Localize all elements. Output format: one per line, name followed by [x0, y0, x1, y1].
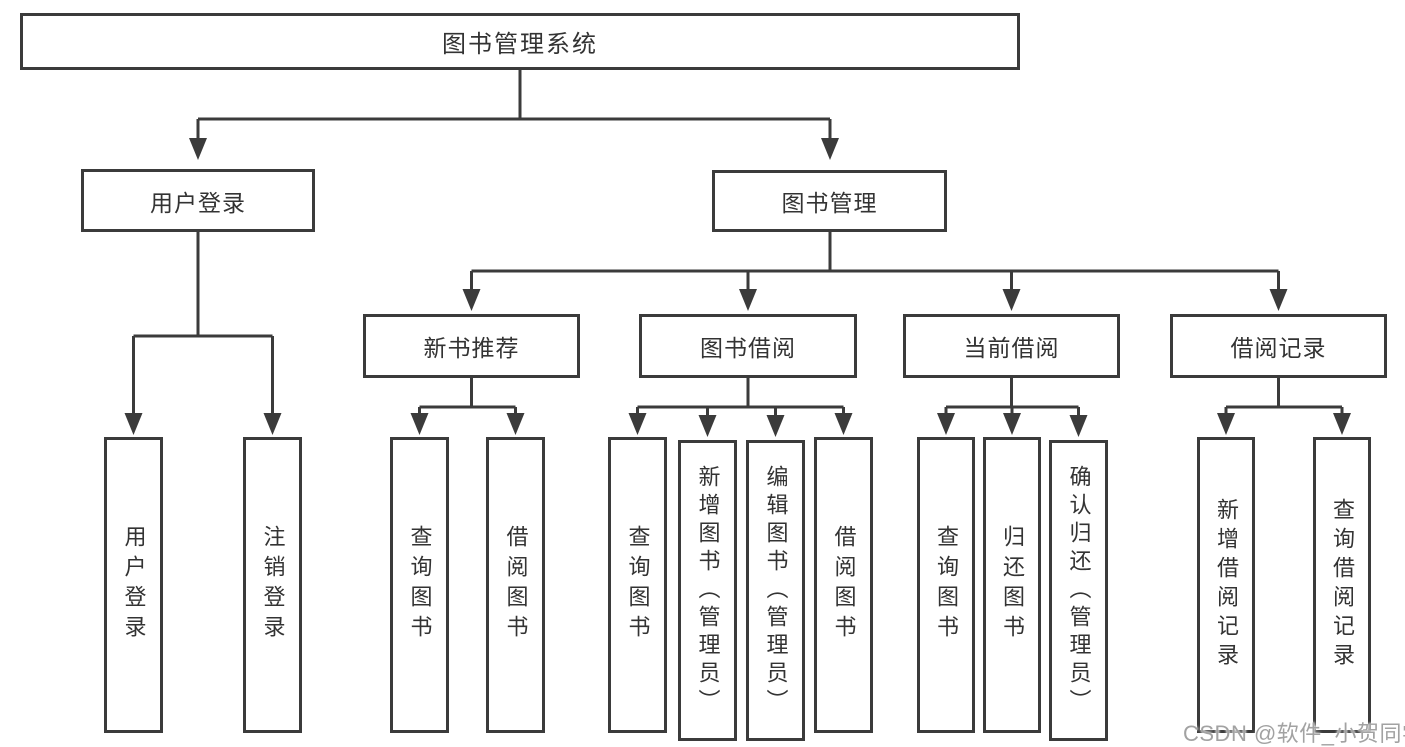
- node-add-borrow-record-label: 新增借阅记录: [1214, 498, 1239, 672]
- node-query-books-borrowing-label: 查询图书: [625, 525, 651, 645]
- arrowhead-icons: [124, 138, 1351, 437]
- node-new-book-recommend: 新书推荐: [363, 314, 580, 378]
- node-current-borrowing-label: 当前借阅: [963, 335, 1060, 361]
- node-borrow-books-recommend: 借阅图书: [486, 437, 545, 733]
- node-confirm-return-admin-label: 确认归还（管理员）: [1066, 464, 1092, 717]
- node-user-login-label: 用户登录: [150, 189, 246, 216]
- node-borrow-books-borrowing: 借阅图书: [814, 437, 873, 733]
- node-borrow-books-recommend-label: 借阅图书: [503, 525, 529, 645]
- node-query-books-borrowing: 查询图书: [608, 437, 667, 733]
- node-borrowing-records-label: 借阅记录: [1230, 335, 1327, 361]
- node-new-book-recommend-label: 新书推荐: [423, 335, 520, 361]
- node-add-books-admin: 新增图书（管理员）: [678, 440, 737, 741]
- node-book-borrowing-label: 图书借阅: [700, 335, 796, 361]
- node-user-login-action-label: 用户登录: [121, 525, 147, 645]
- node-confirm-return-admin: 确认归还（管理员）: [1049, 440, 1108, 741]
- watermark: CSDN @软件_小贺同学: [1183, 721, 1405, 746]
- node-book-management-label: 图书管理: [781, 190, 878, 216]
- node-logout-action: 注销登录: [243, 437, 302, 733]
- node-query-borrow-record-label: 查询借阅记录: [1330, 498, 1355, 672]
- node-user-login: 用户登录: [81, 169, 315, 232]
- node-query-books-current-label: 查询图书: [934, 525, 959, 645]
- node-book-borrowing: 图书借阅: [639, 314, 857, 378]
- node-add-books-admin-label: 新增图书（管理员）: [695, 464, 721, 717]
- node-logout-action-label: 注销登录: [260, 525, 286, 645]
- node-edit-books-admin-label: 编辑图书（管理员）: [763, 464, 789, 717]
- node-root-system: 图书管理系统: [20, 13, 1020, 70]
- node-return-books: 归还图书: [983, 437, 1041, 733]
- node-borrowing-records: 借阅记录: [1170, 314, 1387, 378]
- node-return-books-label: 归还图书: [1000, 525, 1025, 645]
- node-user-login-action: 用户登录: [104, 437, 163, 733]
- node-query-borrow-record: 查询借阅记录: [1313, 437, 1371, 733]
- node-query-books-recommend: 查询图书: [390, 437, 449, 733]
- node-query-books-current: 查询图书: [917, 437, 975, 733]
- node-add-borrow-record: 新增借阅记录: [1197, 437, 1255, 733]
- node-borrow-books-borrowing-label: 借阅图书: [831, 525, 857, 645]
- node-current-borrowing: 当前借阅: [903, 314, 1120, 378]
- node-query-books-recommend-label: 查询图书: [407, 525, 433, 645]
- node-book-management: 图书管理: [712, 170, 947, 232]
- node-root-label: 图书管理系统: [442, 31, 598, 58]
- node-edit-books-admin: 编辑图书（管理员）: [746, 440, 805, 741]
